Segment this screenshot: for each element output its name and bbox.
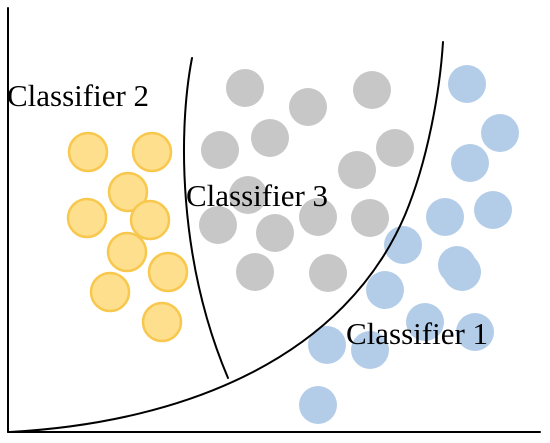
data-point: [474, 191, 512, 229]
data-point: [351, 199, 389, 237]
data-point: [456, 313, 494, 351]
blue-class-points: [299, 65, 519, 424]
data-point: [131, 131, 173, 173]
classifier-1-label: Classifier 1: [346, 316, 488, 351]
data-point: [199, 206, 237, 244]
data-point: [236, 253, 274, 291]
data-point: [299, 386, 337, 424]
classifier-2-boundary: [183, 57, 229, 379]
data-point: [406, 303, 444, 341]
data-point: [309, 254, 347, 292]
gray-class-points: [199, 69, 414, 292]
data-point: [376, 129, 414, 167]
data-point: [251, 119, 289, 157]
data-point: [141, 301, 183, 343]
data-point: [129, 199, 171, 241]
data-point: [66, 197, 108, 239]
data-point: [229, 176, 267, 214]
data-point: [481, 114, 519, 152]
data-point: [106, 231, 148, 273]
data-point: [299, 198, 337, 236]
data-point: [426, 198, 464, 236]
data-point: [443, 253, 481, 291]
data-point: [451, 144, 489, 182]
yellow-class-points: [66, 131, 189, 343]
data-point: [384, 226, 422, 264]
data-point: [448, 65, 486, 103]
data-point: [289, 88, 327, 126]
data-point: [351, 331, 389, 369]
data-point: [89, 271, 131, 313]
data-point: [308, 326, 346, 364]
classifier-1-boundary: [9, 41, 444, 433]
data-point: [353, 71, 391, 109]
data-point: [147, 251, 189, 293]
data-point: [256, 214, 294, 252]
data-point: [338, 151, 376, 189]
data-point: [201, 131, 239, 169]
data-point: [226, 69, 264, 107]
data-point: [107, 171, 149, 213]
data-point: [67, 131, 109, 173]
data-point: [366, 271, 404, 309]
classifier-3-label: Classifier 3: [186, 178, 328, 213]
classifier-2-label: Classifier 2: [7, 78, 149, 113]
